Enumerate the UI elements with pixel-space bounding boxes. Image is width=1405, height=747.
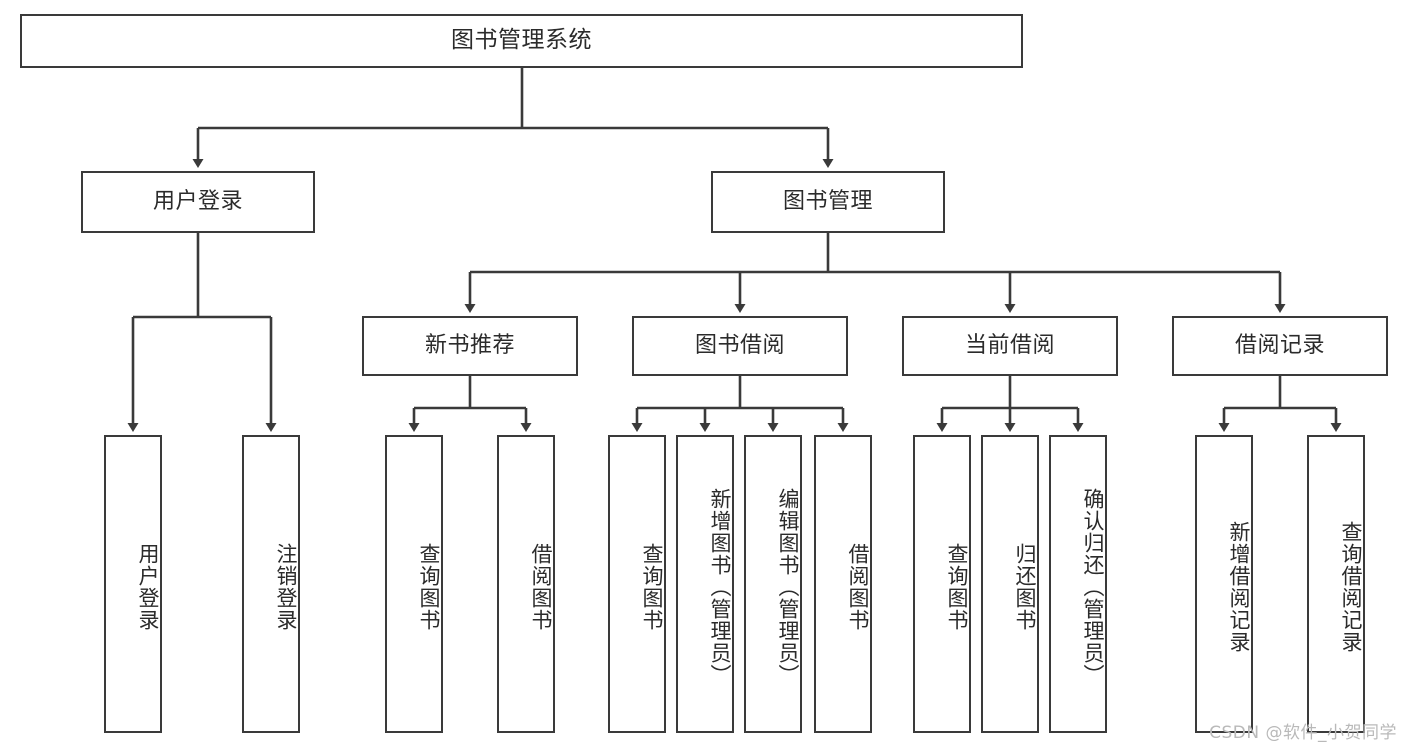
leaf-user-login[interactable]: 用户登录 — [104, 435, 162, 733]
node-label: 归还图书 — [1013, 543, 1037, 631]
node-label: 确认归还（管理员） — [1081, 488, 1105, 686]
leaf-return-book[interactable]: 归还图书 — [981, 435, 1039, 733]
node-label: 查询图书 — [417, 543, 441, 631]
node-label: 新增图书（管理员） — [708, 488, 732, 686]
leaf-query-borrow-record[interactable]: 查询借阅记录 — [1307, 435, 1365, 733]
leaf-edit-book-admin[interactable]: 编辑图书（管理员） — [744, 435, 802, 733]
node-label: 编辑图书（管理员） — [776, 488, 800, 686]
watermark: CSDN @软件_小贺同学 — [1209, 723, 1397, 743]
node-new-book-recommend[interactable]: 新书推荐 — [362, 316, 578, 376]
node-label: 用户登录 — [152, 188, 243, 214]
node-label: 新增借阅记录 — [1227, 521, 1251, 653]
leaf-add-borrow-record[interactable]: 新增借阅记录 — [1195, 435, 1253, 733]
leaf-add-book-admin[interactable]: 新增图书（管理员） — [676, 435, 734, 733]
node-label: 查询图书 — [640, 543, 664, 631]
node-label: 借阅记录 — [1234, 332, 1325, 358]
node-borrow-record[interactable]: 借阅记录 — [1172, 316, 1388, 376]
leaf-query-book-recommend[interactable]: 查询图书 — [385, 435, 443, 733]
leaf-borrow-book-recommend[interactable]: 借阅图书 — [497, 435, 555, 733]
node-label: 新书推荐 — [424, 332, 515, 358]
node-label: 当前借阅 — [964, 332, 1055, 358]
node-book-borrow[interactable]: 图书借阅 — [632, 316, 848, 376]
leaf-query-book-current[interactable]: 查询图书 — [913, 435, 971, 733]
node-label: 图书管理系统 — [451, 27, 592, 54]
leaf-query-book-borrow[interactable]: 查询图书 — [608, 435, 666, 733]
node-label: 查询图书 — [945, 543, 969, 631]
node-label: 注销登录 — [274, 543, 298, 631]
leaf-borrow-book[interactable]: 借阅图书 — [814, 435, 872, 733]
leaf-user-logout[interactable]: 注销登录 — [242, 435, 300, 733]
node-root-book-management-system[interactable]: 图书管理系统 — [20, 14, 1023, 68]
node-label: 图书管理 — [782, 188, 873, 214]
node-label: 借阅图书 — [529, 543, 553, 631]
node-label: 查询借阅记录 — [1339, 521, 1363, 653]
node-label: 借阅图书 — [846, 543, 870, 631]
leaf-confirm-return-admin[interactable]: 确认归还（管理员） — [1049, 435, 1107, 733]
node-current-borrow[interactable]: 当前借阅 — [902, 316, 1118, 376]
node-user-login[interactable]: 用户登录 — [81, 171, 315, 233]
node-label: 用户登录 — [136, 543, 160, 631]
node-book-management[interactable]: 图书管理 — [711, 171, 945, 233]
node-label: 图书借阅 — [694, 332, 785, 358]
